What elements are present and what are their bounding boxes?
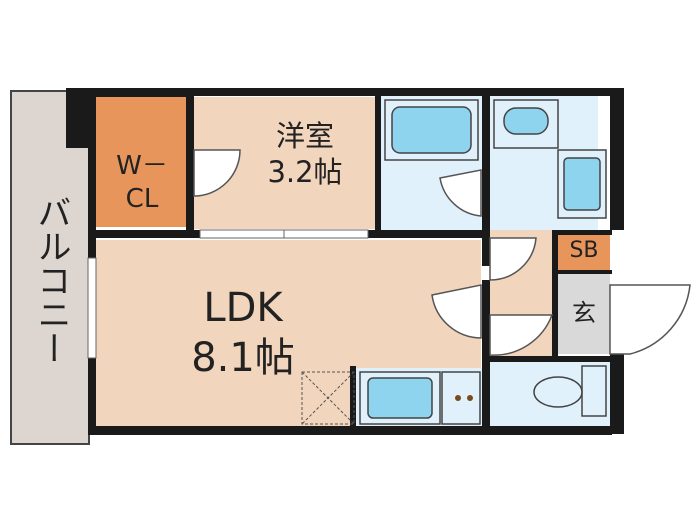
balcony-label: バルコニー: [31, 195, 71, 365]
kitchen-sink: [367, 377, 433, 419]
doors: [193, 149, 691, 356]
walk-in-closet-label: W－ CL: [116, 151, 168, 214]
hall-door: [489, 237, 537, 281]
toilet-door: [489, 314, 554, 356]
sink: [503, 107, 549, 135]
burner-icon: [455, 395, 461, 401]
walk-in-closet-area: [96, 97, 186, 227]
balcony-area: [10, 90, 90, 445]
western-room-door: [193, 149, 241, 197]
toilet-bowl: [533, 376, 583, 408]
western-room-label: 洋室 3.2帖: [267, 119, 343, 190]
shoe-box-area: [558, 235, 610, 270]
washroom-door: [439, 169, 482, 217]
entrance-door: [609, 284, 691, 355]
toilet-tank: [581, 365, 607, 417]
shower: [563, 157, 601, 211]
entrance-label: 玄: [572, 299, 596, 327]
window: [87, 257, 97, 359]
ldk-door: [431, 284, 482, 339]
burner-icon: [467, 395, 473, 401]
bathtub: [391, 106, 472, 154]
entrance-area: [558, 274, 610, 354]
ldk-label: LDK 8.1帖: [191, 285, 295, 381]
shoe-box-label: SB: [569, 238, 599, 263]
refrigerator-space: [301, 371, 355, 425]
